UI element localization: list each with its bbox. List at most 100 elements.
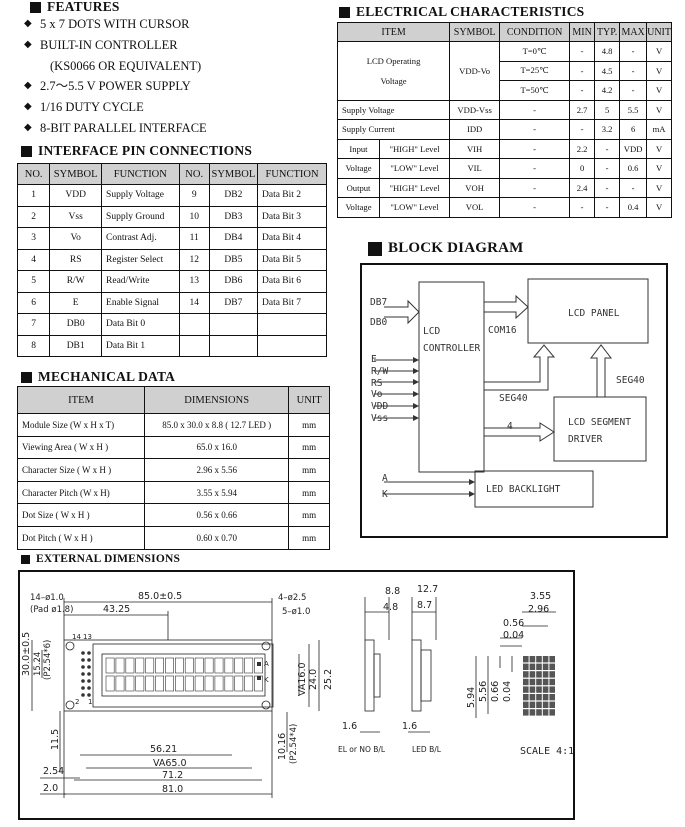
cell: Data Bit 5	[257, 248, 327, 271]
cell: IDD	[449, 119, 501, 140]
cell	[178, 313, 210, 336]
dim-label: 11.5	[50, 729, 61, 750]
cell: Data Bit 2	[257, 184, 327, 207]
db0-label: DB0	[370, 317, 387, 328]
pins-heading: INTERFACE PIN CONNECTIONS	[21, 143, 252, 159]
pin-label: 14	[72, 633, 81, 641]
cell: Voltage	[337, 158, 380, 179]
cell: Module Size (W x H x T)	[16, 413, 146, 437]
cell: VIH	[449, 138, 501, 159]
dim-label: 24.0	[308, 669, 319, 690]
feature-text: 2.7～5.5 V POWER SUPPLY	[40, 79, 191, 94]
lcd-voltage-symbol: VDD-Vo	[449, 41, 501, 101]
heading-square-icon	[21, 371, 32, 383]
cell	[178, 334, 210, 357]
cell: 3.2	[594, 119, 621, 140]
viewing-area	[101, 653, 266, 697]
signal-label: Vss	[371, 413, 388, 424]
dim-label: 43.25	[103, 604, 130, 615]
cell: V	[646, 158, 672, 179]
dim-label: (Pad ø1.8)	[30, 605, 73, 615]
pin-label: A	[264, 660, 269, 668]
a-label: A	[382, 473, 388, 484]
four-label: 4	[507, 421, 513, 432]
controller-label-1: LCD	[423, 326, 440, 337]
cell: VDD-Vss	[449, 99, 501, 120]
cell: T=50℃	[499, 80, 571, 101]
led-backlight-label: LED BACKLIGHT	[486, 484, 561, 495]
feature-text: 1/16 DUTY CYCLE	[40, 100, 144, 115]
feature-text: (KS0066 OR EQUIVALENT)	[50, 58, 202, 73]
cell: -	[499, 177, 571, 198]
dim-label: 1.6	[402, 721, 417, 732]
dim-label: 8.7	[417, 600, 432, 611]
cell: mm	[288, 458, 330, 482]
cell: 14	[178, 291, 210, 314]
col-header: DIMENSIONS	[144, 386, 290, 414]
feature-item: (KS0066 OR EQUIVALENT)	[24, 56, 314, 77]
dim-label: 2.0	[43, 783, 58, 794]
heading-square-icon	[30, 1, 41, 13]
pin-label: 1	[88, 698, 92, 706]
dim-label: 56.21	[150, 744, 177, 755]
cell: -	[569, 80, 596, 101]
pin-header	[81, 651, 261, 697]
cell: Supply Voltage	[336, 99, 451, 120]
cell: 65.0 x 16.0	[144, 435, 290, 460]
dim-label: 5.94	[466, 687, 477, 708]
cell: Register Select	[101, 248, 180, 271]
cell: mm	[288, 503, 330, 527]
feature-item: ◆8-BIT PARALLEL INTERFACE	[24, 118, 314, 139]
cell: -	[619, 60, 648, 81]
cell: 12	[178, 248, 210, 271]
cell: RS	[49, 248, 103, 271]
cell: 0.4	[619, 197, 648, 218]
cell: 3.55 x 5.94	[144, 480, 290, 505]
cell: DB4	[208, 227, 259, 250]
cell: Vss	[49, 205, 103, 228]
lcd-voltage-item: LCD Operating Voltage	[336, 41, 451, 101]
col-header: SYMBOL	[208, 163, 259, 185]
cell: V	[646, 80, 672, 101]
cell: 4.2	[594, 80, 621, 101]
led-label: LED B/L	[412, 745, 442, 754]
cell: T=25℃	[499, 60, 571, 81]
cell: Data Bit 1	[101, 334, 180, 357]
heading-square-icon	[21, 554, 30, 564]
col-header: UNIT	[646, 22, 672, 42]
cell	[208, 313, 259, 336]
signal-label: E	[371, 354, 377, 365]
cell: -	[594, 138, 621, 159]
dim-label: 5–ø1.0	[282, 607, 310, 617]
cell: V	[646, 99, 672, 120]
col-header: NO.	[178, 163, 210, 185]
cell: V	[646, 138, 672, 159]
cell: DB7	[208, 291, 259, 314]
cell: 4	[16, 248, 51, 271]
external-dimensions-svg: 85.0±0.5 43.25 14–ø1.0 (Pad ø1.8) 4–ø2.5…	[21, 584, 573, 798]
lcd-controller-box	[418, 281, 485, 473]
dot-grid	[523, 656, 555, 716]
heading-square-icon	[21, 145, 32, 157]
diamond-bullet-icon: ◆	[24, 18, 32, 29]
cell	[257, 334, 327, 357]
dim-label: 30.0±0.5	[21, 632, 32, 676]
cell: VOL	[449, 197, 501, 218]
db7-label: DB7	[370, 297, 387, 308]
lcd-panel-label: LCD PANEL	[568, 308, 620, 319]
cell: VIL	[449, 158, 501, 179]
cell: VOH	[449, 177, 501, 198]
cell: mm	[288, 525, 330, 550]
cell: Data Bit 7	[257, 291, 327, 314]
dim-label: 14–ø1.0	[30, 593, 64, 603]
cell: Vo	[49, 227, 103, 250]
pin-label: K	[264, 676, 269, 684]
cell: "LOW" Level	[378, 197, 451, 218]
cell: Dot Size ( W x H )	[16, 503, 146, 527]
cell: 85.0 x 30.0 x 8.8 ( 12.7 LED )	[144, 413, 290, 437]
feature-text: BUILT-IN CONTROLLER	[40, 37, 178, 52]
dim-label: 25.2	[323, 669, 334, 690]
